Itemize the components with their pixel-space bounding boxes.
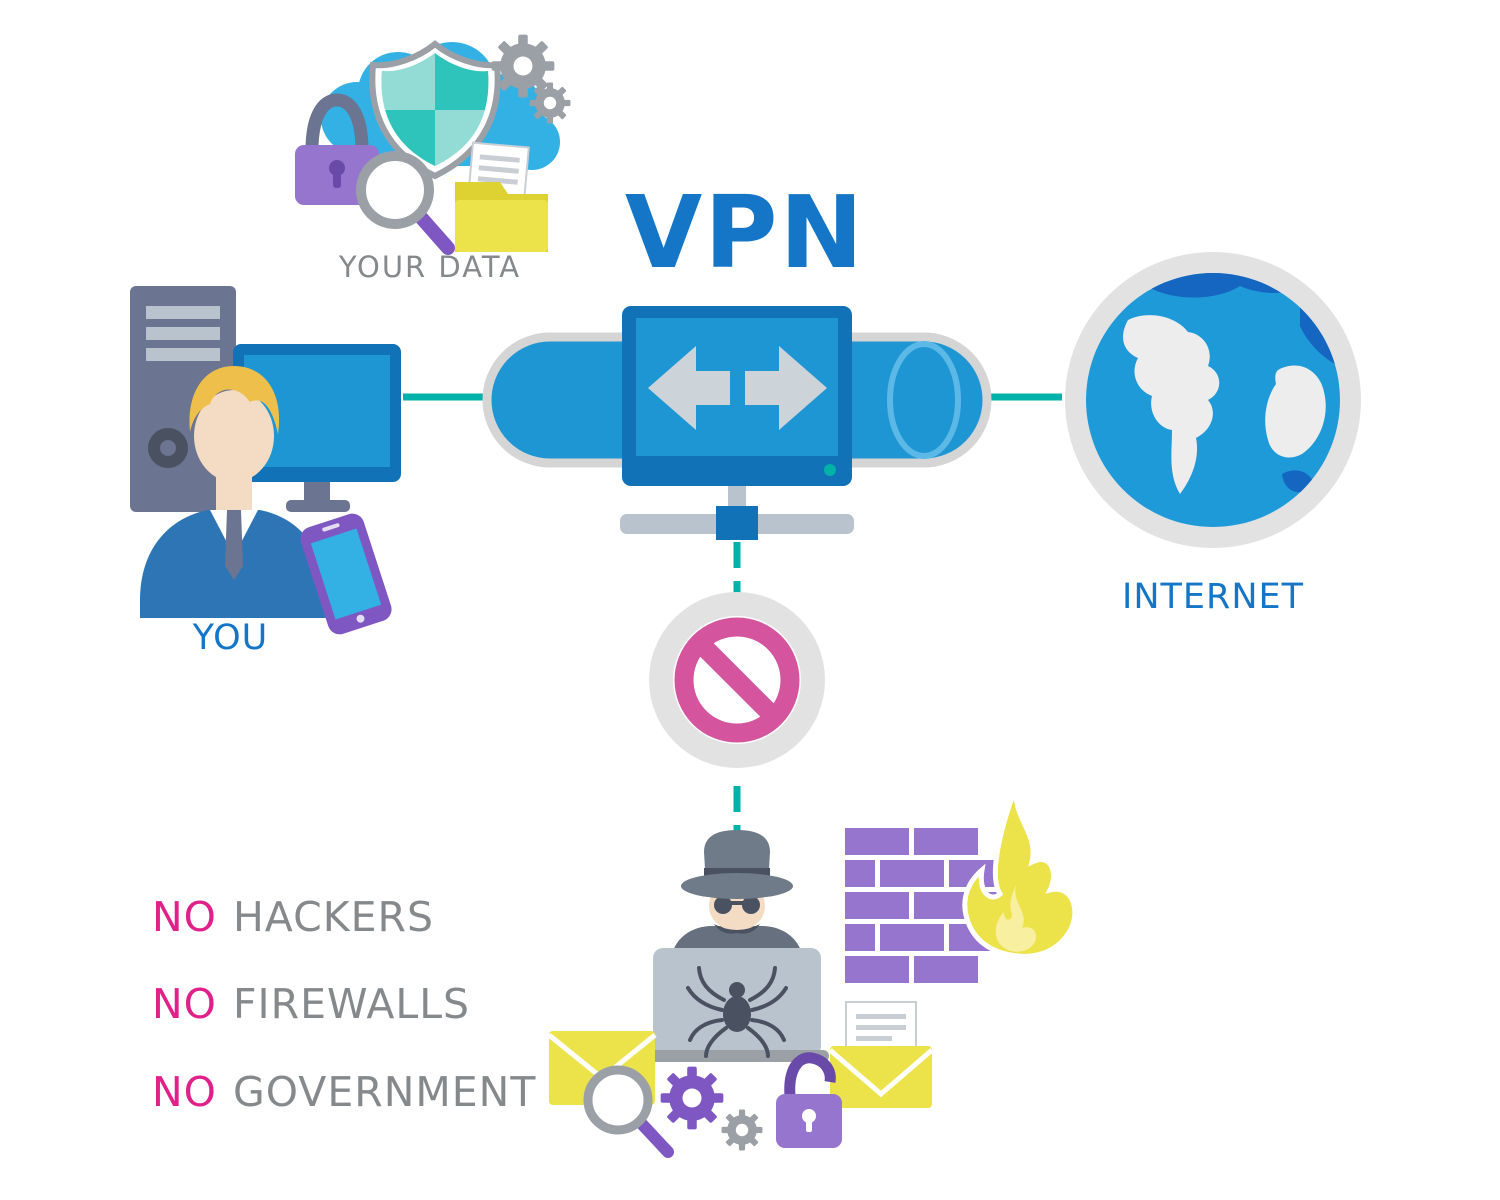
internet-label: INTERNET — [1122, 577, 1304, 617]
magnifier-icon — [356, 151, 455, 255]
folder-icon — [455, 182, 548, 252]
open-padlock-icon — [776, 1052, 842, 1148]
person-icon — [140, 366, 326, 618]
double-arrow-icon — [648, 346, 827, 430]
hacker-icon — [670, 830, 804, 964]
open-envelope-icon — [828, 1001, 934, 1108]
gear-icon — [491, 34, 555, 98]
no-prefix: NO — [152, 980, 217, 1028]
shield-icon — [369, 40, 501, 180]
magnifier-icon — [583, 1065, 674, 1158]
your-data-cluster — [295, 34, 571, 255]
no-prefix: NO — [152, 1068, 217, 1116]
vpn-title: VPN — [624, 174, 866, 291]
flame-icon — [962, 774, 1078, 959]
no-firewalls-text: NO FIREWALLS — [152, 980, 470, 1028]
monitor-icon — [233, 344, 401, 512]
globe-icon — [1065, 252, 1361, 548]
blocked-word: GOVERNMENT — [232, 1068, 537, 1116]
no-government-text: NO GOVERNMENT — [152, 1068, 536, 1116]
gear-icon — [529, 82, 571, 124]
no-entry-icon — [649, 592, 825, 768]
you-cluster — [130, 286, 401, 635]
you-label: YOU — [192, 618, 269, 658]
blocked-word: HACKERS — [232, 893, 435, 941]
gear-icon — [721, 1109, 763, 1151]
blocked-word: FIREWALLS — [232, 980, 471, 1028]
your-data-label: YOUR DATA — [338, 250, 522, 284]
gear-icon — [660, 1066, 724, 1130]
no-hackers-text: NO HACKERS — [152, 893, 434, 941]
vpn-tunnel-cluster — [482, 306, 992, 540]
network-hub-icon — [620, 506, 854, 540]
no-prefix: NO — [152, 893, 217, 941]
vpn-monitor-icon — [620, 306, 854, 540]
threat-cluster — [547, 774, 1078, 1158]
smartphone-icon — [300, 513, 392, 635]
spider-icon — [686, 966, 788, 1058]
